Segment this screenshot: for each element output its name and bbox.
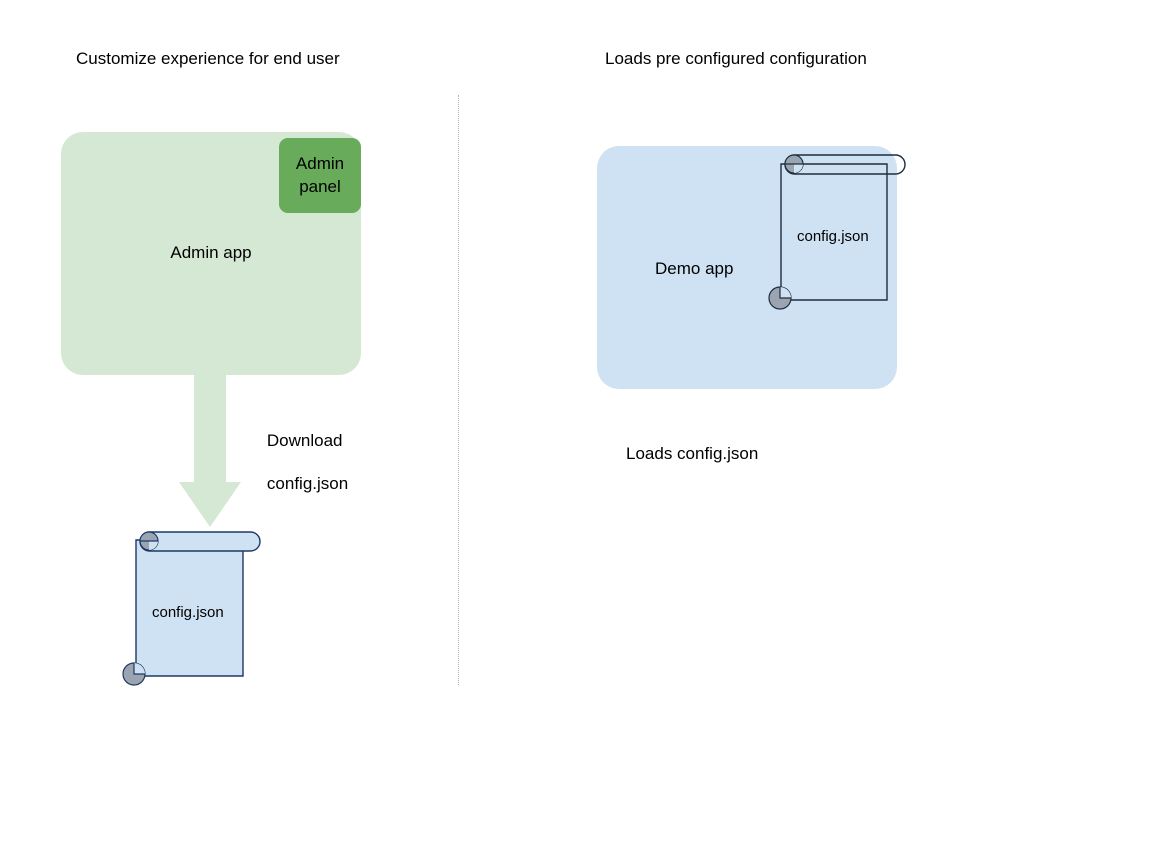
loads-config-caption: Loads config.json <box>626 444 759 463</box>
config-json-document-right[interactable] <box>765 150 913 314</box>
admin-app-label: Admin app <box>170 243 252 262</box>
admin-panel-label: Admin panel <box>296 153 344 198</box>
config-json-label-left: config.json <box>152 604 224 621</box>
demo-app-box[interactable] <box>597 146 897 389</box>
demo-app-label: Demo app <box>655 259 734 278</box>
admin-panel-label-line1: Admin <box>295 154 345 174</box>
scroll-document-icon <box>768 154 906 310</box>
config-json-label-right: config.json <box>797 228 869 245</box>
admin-panel-box[interactable]: Admin panel <box>279 138 361 213</box>
admin-panel-label-line2: panel <box>299 176 341 196</box>
scroll-document-icon <box>122 531 261 686</box>
column-divider <box>458 95 459 685</box>
left-column-title: Customize experience for end user <box>76 49 340 68</box>
config-json-document-left[interactable] <box>118 526 268 694</box>
download-arrow <box>178 370 242 530</box>
download-arrow-label-line2: config.json <box>266 473 349 493</box>
download-arrow-label: Download config.json <box>248 409 348 515</box>
download-arrow-icon <box>179 370 241 527</box>
download-arrow-label-line1: Download <box>266 431 343 451</box>
right-column-title: Loads pre configured configuration <box>605 49 867 68</box>
